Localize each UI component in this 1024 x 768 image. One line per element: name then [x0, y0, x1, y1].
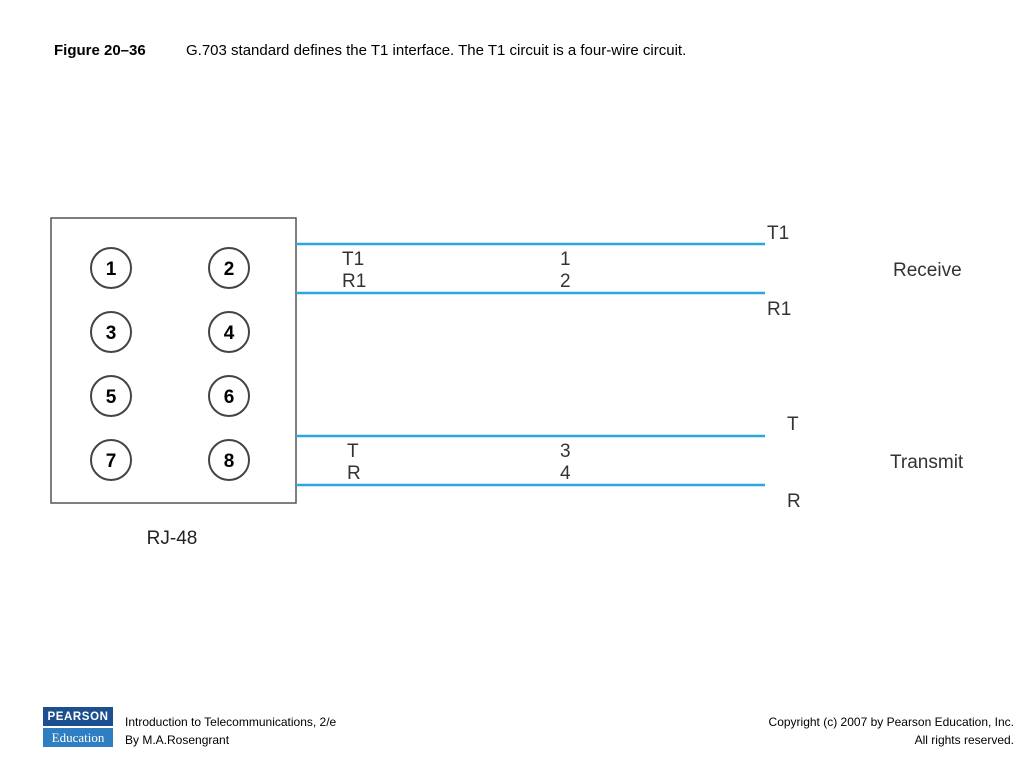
pin-label: 1: [106, 259, 117, 280]
pin-label: 7: [106, 451, 117, 472]
receive-label: Receive: [893, 260, 962, 281]
pin-number-2: 2: [560, 271, 571, 292]
copyright-text: Copyright (c) 2007 by Pearson Education,…: [768, 715, 1014, 729]
connector-label: RJ-48: [147, 528, 198, 549]
book-author: By M.A.Rosengrant: [125, 733, 230, 747]
transmit-label: Transmit: [890, 452, 964, 473]
pin-number-4: 4: [560, 463, 571, 484]
logo-top-text: PEARSON: [43, 707, 113, 726]
end-label-r: R: [787, 491, 801, 512]
pearson-education-logo: PEARSON Education: [43, 707, 113, 747]
pin-label: 5: [106, 387, 117, 408]
pin-number-1: 1: [560, 249, 571, 270]
pin-6: 6: [208, 375, 250, 417]
rj48-connector-box: [50, 217, 297, 504]
pin-8: 8: [208, 439, 250, 481]
figure-caption-text: G.703 standard defines the T1 interface.…: [186, 42, 687, 59]
end-label-r1: R1: [767, 299, 791, 320]
wire-label-t: T: [347, 441, 359, 462]
pin-label: 3: [106, 323, 117, 344]
wire-label-t1: T1: [342, 249, 364, 270]
figure-number: Figure 20–36: [54, 42, 146, 59]
logo-bottom-text: Education: [43, 728, 113, 747]
end-label-t1: T1: [767, 223, 789, 244]
pin-label: 6: [224, 387, 235, 408]
pin-4: 4: [208, 311, 250, 353]
pin-number-3: 3: [560, 441, 571, 462]
pin-label: 4: [224, 323, 235, 344]
end-label-t: T: [787, 414, 799, 435]
pin-1: 1: [90, 247, 132, 289]
pin-7: 7: [90, 439, 132, 481]
pin-2: 2: [208, 247, 250, 289]
figure-caption: Figure 20–36 G.703 standard defines the T…: [54, 42, 686, 59]
pin-5: 5: [90, 375, 132, 417]
pin-label: 2: [224, 259, 235, 280]
pin-3: 3: [90, 311, 132, 353]
wire-label-r: R: [347, 463, 361, 484]
pin-label: 8: [224, 451, 235, 472]
book-title: Introduction to Telecommunications, 2/e: [125, 715, 337, 729]
footer-book-info: Introduction to Telecommunications, 2/e …: [125, 713, 336, 749]
wire-label-r1: R1: [342, 271, 366, 292]
rights-text: All rights reserved.: [914, 733, 1014, 747]
footer-copyright: Copyright (c) 2007 by Pearson Education,…: [769, 713, 1014, 749]
